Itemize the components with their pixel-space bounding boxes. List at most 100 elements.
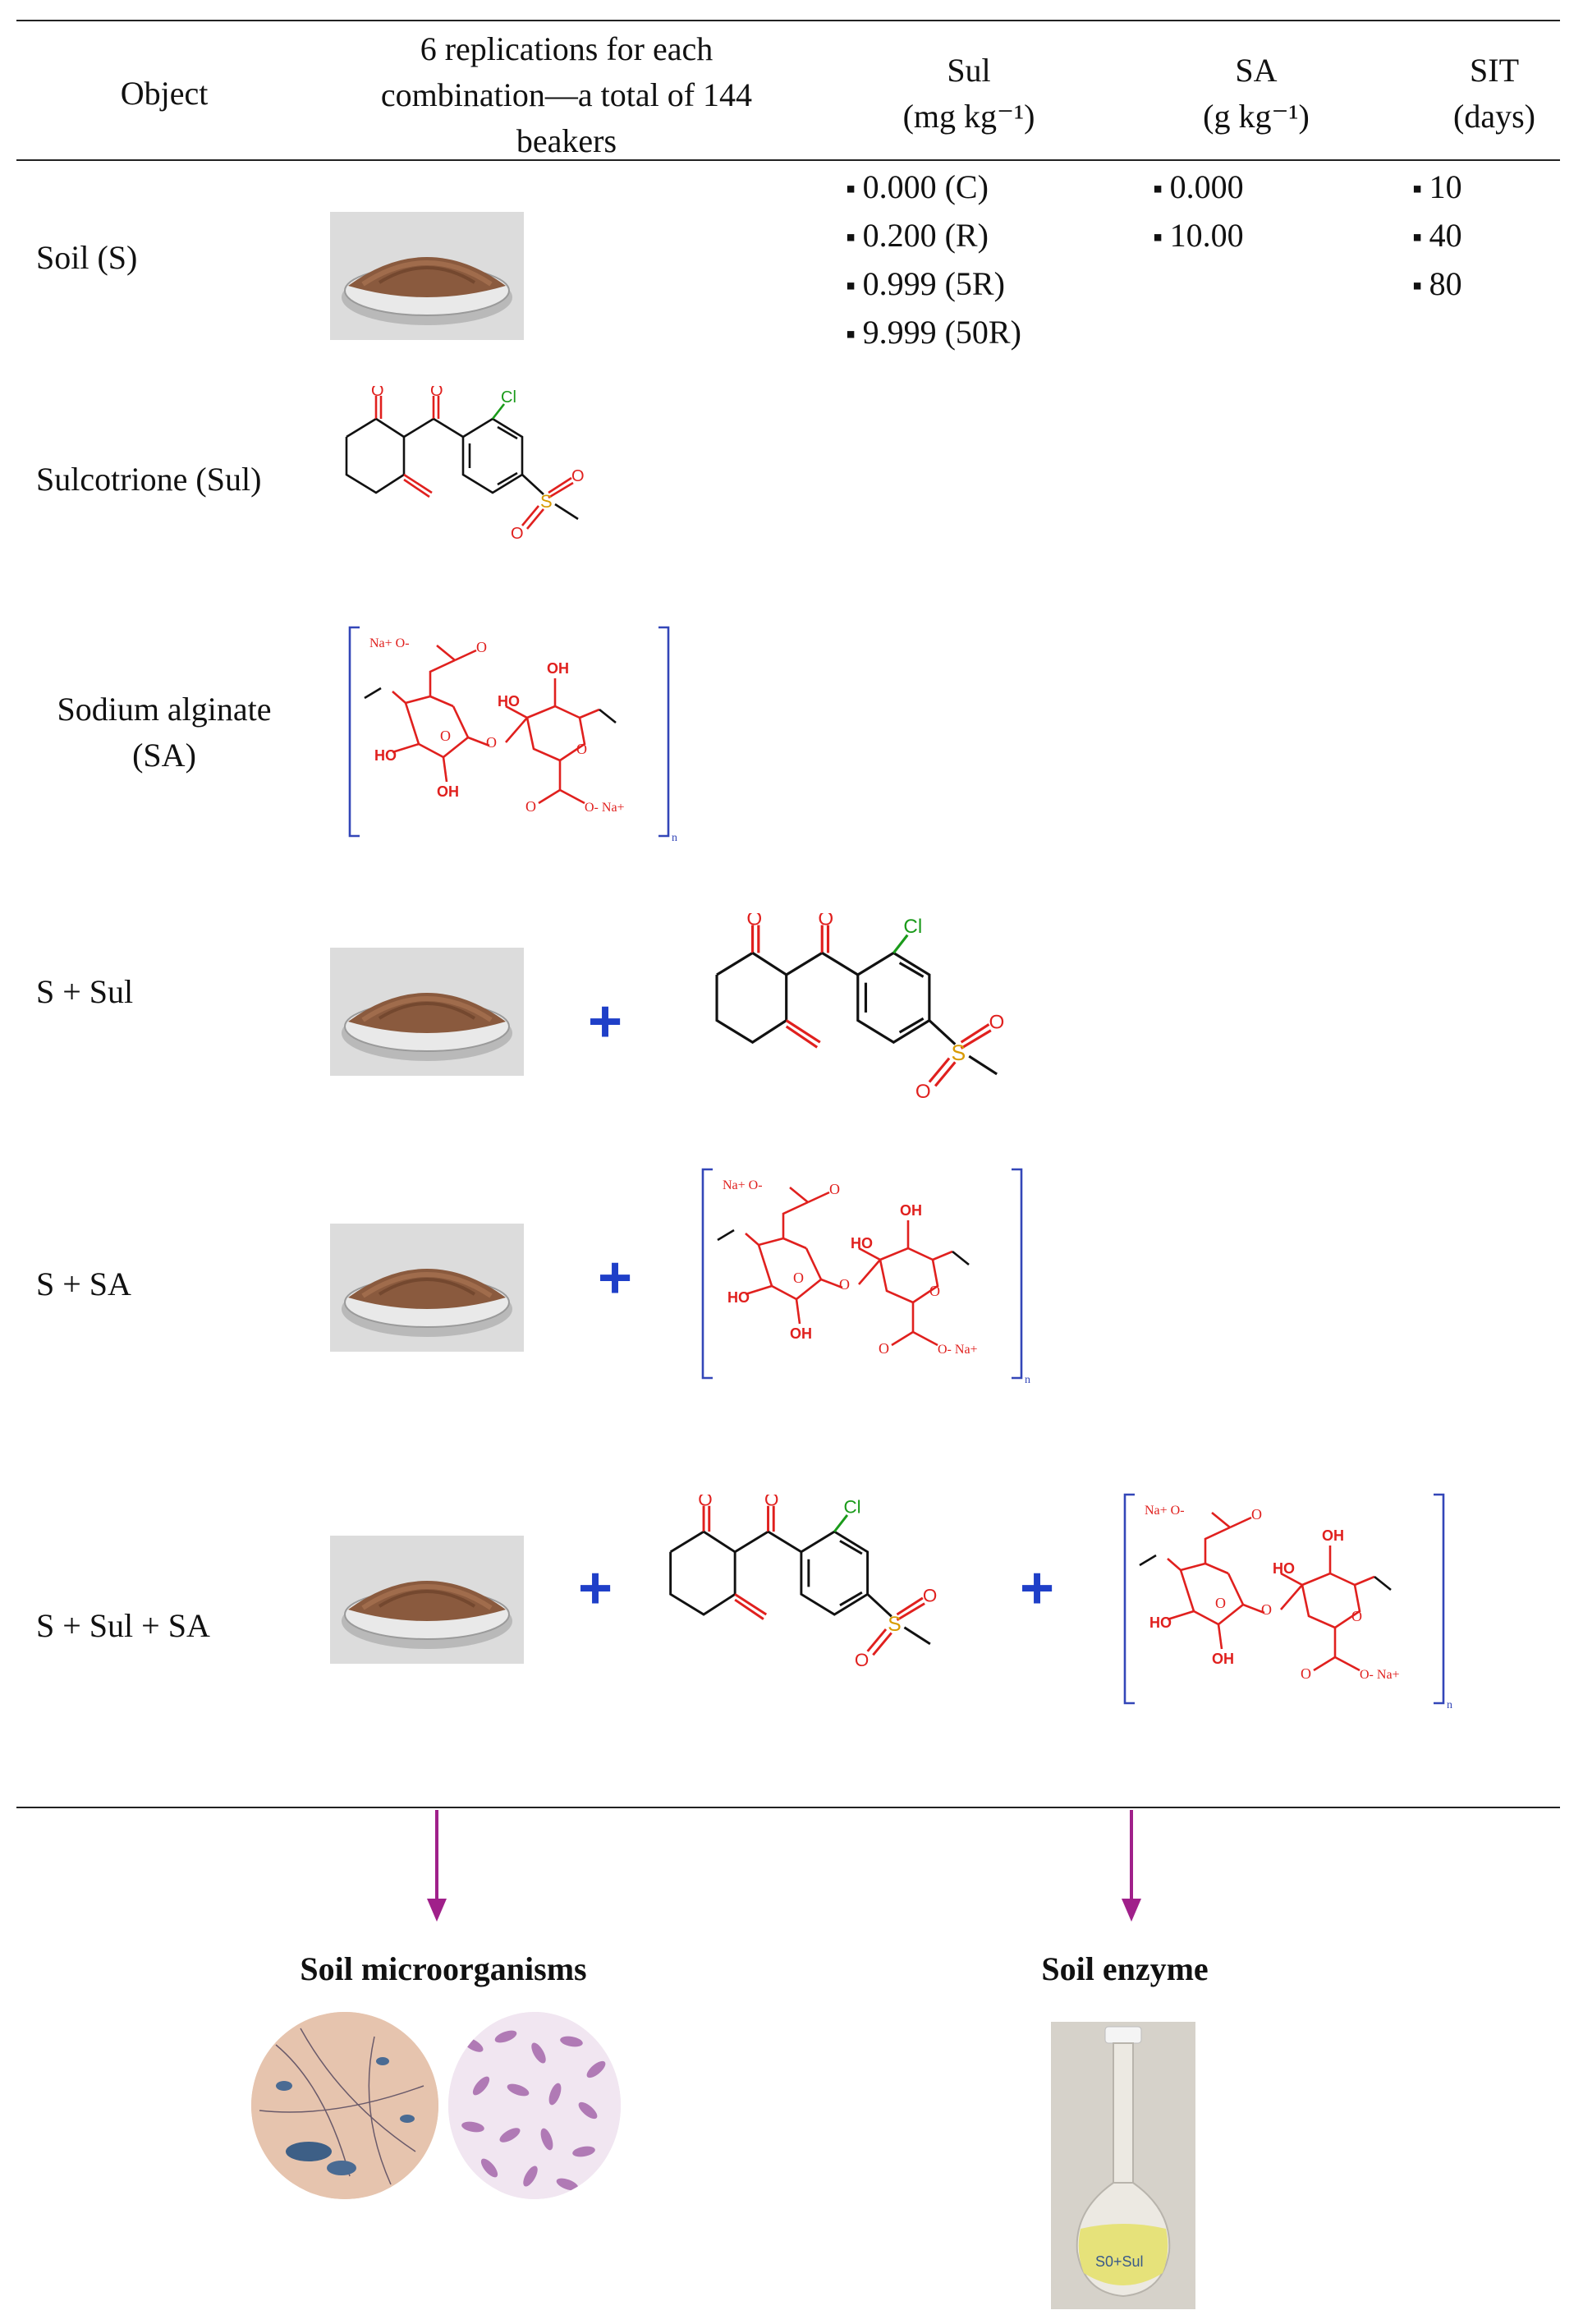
chem-label: HO: [498, 693, 520, 710]
sit-dose-item: 80: [1412, 261, 1462, 310]
sul-dose-list: 0.000 (C) 0.200 (R) 0.999 (5R) 9.999 (50…: [846, 164, 1021, 358]
chem-label: OH: [790, 1325, 812, 1342]
chem-label: O: [511, 525, 524, 543]
chem-label: O: [929, 1283, 940, 1299]
row-label-s-sul: S + Sul: [36, 973, 134, 1010]
row-label-alginate-line1: Sodium alginate: [57, 691, 272, 728]
chem-label: O: [371, 386, 384, 400]
chem-label: Cl: [501, 388, 516, 406]
chem-label: O: [764, 1495, 778, 1510]
chem-label: O: [576, 741, 587, 757]
row-label-sulcotrione: Sulcotrione (Sul): [36, 461, 262, 498]
chem-label: OH: [1322, 1527, 1344, 1544]
sa-dose-item: 10.00: [1153, 213, 1244, 261]
chem-label: S: [540, 491, 553, 512]
plus-sign: +: [588, 989, 623, 1054]
header-sa-text: SA: [1235, 52, 1278, 89]
top-rule: [16, 20, 1560, 21]
chem-label: n: [1447, 1699, 1452, 1710]
chem-label: O- Na+: [938, 1343, 978, 1357]
chem-label: HO: [374, 747, 397, 764]
chem-label: O: [793, 1270, 804, 1286]
chem-label: O: [571, 467, 585, 485]
chem-label: Na+ O-: [1145, 1504, 1185, 1518]
chem-label: Na+ O-: [723, 1178, 763, 1192]
sit-dose-list: 10 40 80: [1412, 164, 1462, 310]
header-replications: 6 replications for each combination—a to…: [328, 26, 805, 164]
row-label-alginate-line2: (SA): [132, 737, 196, 774]
chem-label: HO: [1149, 1614, 1172, 1631]
chem-label: OH: [900, 1202, 922, 1219]
chem-label: Cl: [843, 1497, 860, 1518]
soil-image: [330, 1536, 524, 1664]
alginate-structure: Na+ O- O O HO OH O HO OH O O O- Na+ n: [345, 621, 690, 843]
chem-label: O: [1251, 1506, 1262, 1523]
header-sa-unit: (g kg⁻¹): [1203, 98, 1310, 135]
chem-label: n: [672, 832, 677, 843]
sit-dose-item: 10: [1412, 164, 1462, 213]
header-replications-line1: 6 replications for each: [420, 30, 713, 67]
arrow-down-icon: [1122, 1810, 1141, 1922]
chem-label: HO: [851, 1235, 873, 1252]
sul-dose-item: 0.999 (5R): [846, 261, 1021, 310]
chem-label: OH: [547, 660, 569, 677]
header-object-text: Object: [120, 75, 209, 112]
alginate-structure: Na+ O- O O HO OH O HO OH O O O- Na+ n: [1120, 1488, 1465, 1710]
sit-dose-item: 40: [1412, 213, 1462, 261]
header-sit-text: SIT: [1470, 52, 1519, 89]
chem-label: Na+ O-: [369, 636, 410, 650]
sul-dose-item: 0.000 (C): [846, 164, 1021, 213]
header-sul: Sul (mg kg⁻¹): [870, 48, 1067, 140]
chem-label: O: [839, 1276, 850, 1293]
chem-label: O: [989, 1011, 1004, 1033]
header-sul-unit: (mg kg⁻¹): [902, 98, 1035, 135]
chem-label: O: [1215, 1595, 1226, 1611]
chem-label: O: [476, 639, 487, 655]
chem-label: O: [923, 1585, 937, 1605]
caption-microorganisms: Soil microorganisms: [300, 1950, 587, 1987]
header-object: Object: [82, 71, 246, 117]
chem-label: O: [1301, 1665, 1311, 1682]
sul-dose-item: 9.999 (50R): [846, 310, 1021, 358]
header-sit: SIT (days): [1412, 48, 1576, 140]
plus-sign: +: [598, 1245, 633, 1311]
caption-enzyme: Soil enzyme: [1041, 1950, 1209, 1987]
bottom-rule: [16, 1807, 1560, 1808]
sulcotrione-structure: O O Cl S O O: [328, 386, 599, 558]
chem-label: n: [1025, 1374, 1030, 1385]
chem-label: O: [430, 386, 443, 400]
header-replications-line2: combination—a total of 144: [380, 76, 753, 113]
header-rule: [16, 159, 1560, 161]
chem-label: OH: [1212, 1651, 1234, 1667]
header-sul-text: Sul: [947, 52, 991, 89]
chem-label: O: [879, 1340, 889, 1357]
chem-label: O: [525, 798, 536, 815]
chem-label: O- Na+: [1360, 1668, 1400, 1682]
row-label-s-sul-sa: S + Sul + SA: [36, 1607, 210, 1644]
chem-label: S: [951, 1040, 966, 1065]
row-label-soil: Soil (S): [36, 239, 138, 276]
sulcotrione-structure: O O Cl S O O: [650, 1495, 954, 1688]
chem-label: OH: [437, 783, 459, 800]
plus-sign: +: [578, 1555, 613, 1621]
chem-label: HO: [727, 1289, 750, 1306]
chem-label: O: [829, 1181, 840, 1197]
chem-label: O: [698, 1495, 712, 1510]
chem-label: O: [1261, 1601, 1272, 1618]
header-replications-line3: beakers: [516, 122, 617, 159]
chem-label: O: [746, 913, 762, 930]
header-sa: SA (g kg⁻¹): [1166, 48, 1347, 140]
flask-label: S0+Sul: [1095, 2253, 1144, 2270]
header-sit-unit: (days): [1453, 98, 1535, 135]
chem-label: O: [818, 913, 833, 930]
alginate-structure: Na+ O- O O HO OH O HO OH O O O- Na+ n: [698, 1163, 1043, 1385]
soil-image: [330, 1224, 524, 1352]
chem-label: O: [915, 1081, 931, 1103]
chem-label: O: [1351, 1608, 1362, 1624]
arrow-down-icon: [427, 1810, 447, 1922]
sul-dose-item: 0.200 (R): [846, 213, 1021, 261]
sulcotrione-structure: O O Cl S O O: [695, 913, 1023, 1122]
microscopy-image-bacteria: [448, 2012, 621, 2199]
soil-image: [330, 212, 524, 340]
chem-label: S: [888, 1614, 901, 1636]
